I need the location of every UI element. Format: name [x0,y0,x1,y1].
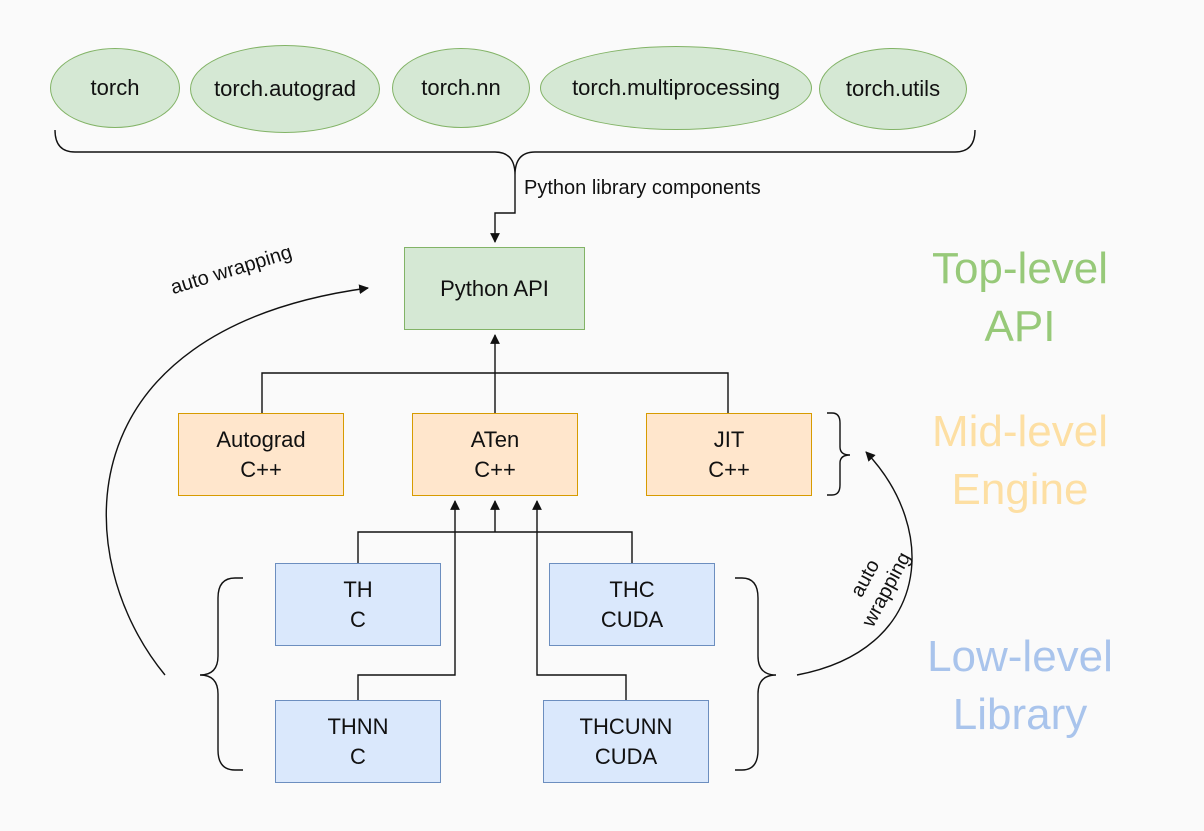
mid-brace [827,412,851,496]
auto-wrapping-right-arrow [796,451,913,676]
top-brace [54,129,976,176]
level-top-line2: API [984,302,1056,351]
thcunn-lang: CUDA [594,743,658,769]
th-label: TH [343,576,373,602]
level-top-label: Top-level API [895,240,1145,356]
left-brace [199,577,243,771]
aten-label: ATen [470,426,520,452]
low-bus [357,531,633,563]
thnn-box: THNN C [275,700,441,783]
jit-label: JIT [713,426,745,452]
thnn-lang: C [350,743,366,769]
aten-box: ATen C++ [412,413,578,496]
thcunn-label: THCUNN [579,713,673,739]
level-low-label: Low-level Library [895,628,1145,744]
python-api-box: Python API [404,247,585,330]
thc-lang: CUDA [600,606,664,632]
thc-label: THC [609,576,655,602]
jit-box: JIT C++ [646,413,812,496]
module-torch-nn: torch.nn [392,48,530,128]
jit-lang: C++ [708,456,750,482]
auto-wrapping-left-arrow [105,284,369,676]
th-box: TH C [275,563,441,646]
thcunn-box: THCUNN CUDA [543,700,709,783]
level-low-line1: Low-level [927,632,1113,681]
level-mid-line1: Mid-level [931,407,1109,456]
th-lang: C [350,606,366,632]
right-brace [735,577,777,771]
aten-lang: C++ [474,456,516,482]
module-torch-autograd: torch.autograd [190,45,380,133]
level-top-line1: Top-level [931,244,1109,293]
autograd-box: Autograd C++ [178,413,344,496]
autograd-label: Autograd [216,426,306,452]
arrow-components-to-api [490,175,516,243]
arrow-thcunn-to-aten [532,500,627,700]
level-mid-line2: Engine [951,465,1089,514]
autograd-lang: C++ [240,456,282,482]
thc-box: THC CUDA [549,563,715,646]
python-api-label: Python API [440,275,549,301]
module-torch-utils: torch.utils [819,48,967,130]
level-mid-label: Mid-level Engine [895,403,1145,519]
module-torch-multiprocessing: torch.multiprocessing [540,46,812,130]
module-torch: torch [50,48,180,128]
arrow-thnn-to-aten [357,500,460,700]
level-low-line2: Library [952,690,1088,739]
python-components-label: Python library components [524,177,761,199]
thnn-label: THNN [327,713,389,739]
